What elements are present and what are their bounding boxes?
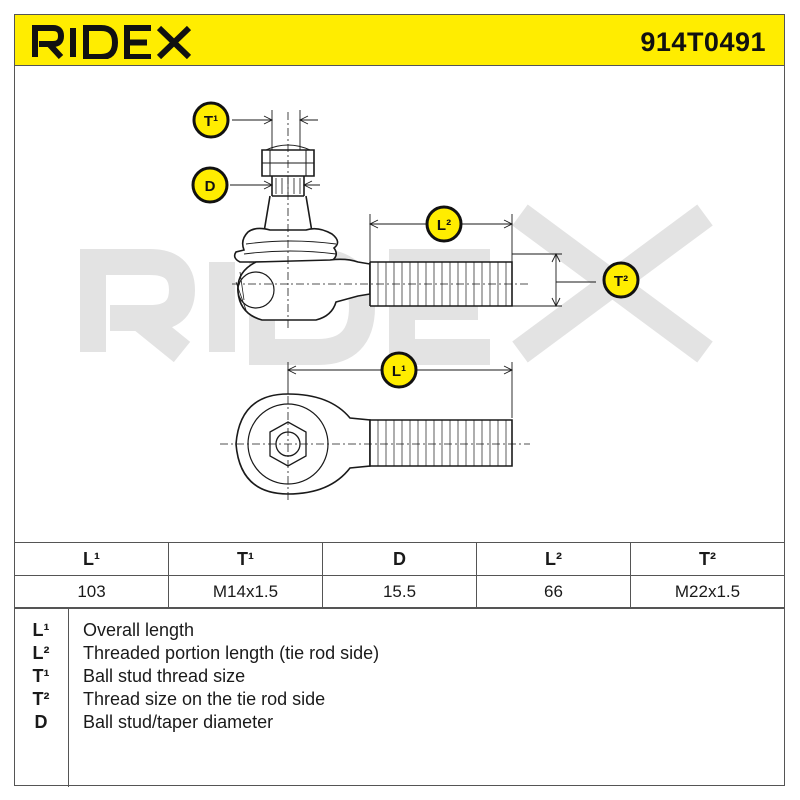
spec-value-row: 103 M14x1.5 15.5 66 M22x1.5 <box>14 575 785 609</box>
technical-drawing: T¹ D L² T² L¹ <box>80 101 713 500</box>
ridex-logo <box>32 25 192 59</box>
legend-symbol: D <box>34 712 48 732</box>
spec-header-d: D <box>322 542 477 576</box>
legend-symbol: L¹ <box>32 620 50 640</box>
part-number: 914T0491 <box>640 27 766 57</box>
legend-description: Overall length <box>83 620 195 640</box>
spec-header-t2: T² <box>630 542 785 576</box>
badge-l2: L² <box>425 205 463 243</box>
svg-text:T²: T² <box>614 273 628 290</box>
legend-description: Thread size on the tie rod side <box>83 689 326 709</box>
legend-symbol: L² <box>32 643 50 663</box>
badge-t1: T¹ <box>192 101 230 139</box>
legend-description: Ball stud/taper diameter <box>83 712 274 732</box>
svg-text:L¹: L¹ <box>392 363 406 380</box>
legend-item: D Ball stud/taper diameter <box>14 712 785 735</box>
badge-d: D <box>191 166 229 204</box>
spec-value-d: 15.5 <box>322 575 477 609</box>
svg-text:T¹: T¹ <box>204 113 218 130</box>
svg-text:D: D <box>205 178 216 195</box>
spec-header-l2: L² <box>476 542 631 576</box>
side-view <box>232 112 530 330</box>
legend-description: Ball stud thread size <box>83 666 246 686</box>
spec-header-row: L¹ T¹ D L² T² <box>14 542 785 576</box>
badge-l1: L¹ <box>380 351 418 389</box>
spec-value-t2: M22x1.5 <box>630 575 785 609</box>
top-view <box>220 393 530 500</box>
legend-symbol: T¹ <box>32 666 50 686</box>
svg-text:L²: L² <box>437 217 451 234</box>
spec-value-l1: 103 <box>14 575 169 609</box>
badge-t2: T² <box>602 261 640 299</box>
legend-symbol: T² <box>32 689 50 709</box>
legend-item: L¹ Overall length <box>14 620 785 643</box>
legend-divider <box>68 608 69 787</box>
legend-item: T² Thread size on the tie rod side <box>14 689 785 712</box>
header-bar: 914T0491 <box>14 14 785 66</box>
legend-item: L² Threaded portion length (tie rod side… <box>14 643 785 666</box>
spec-value-l2: 66 <box>476 575 631 609</box>
spec-table: L¹ T¹ D L² T² 103 M14x1.5 15.5 66 M22x1.… <box>14 542 785 609</box>
spec-value-t1: M14x1.5 <box>168 575 323 609</box>
legend-item: T¹ Ball stud thread size <box>14 666 785 689</box>
spec-header-t1: T¹ <box>168 542 323 576</box>
spec-header-l1: L¹ <box>14 542 169 576</box>
legend: L¹ Overall length L² Threaded portion le… <box>14 607 785 787</box>
legend-description: Threaded portion length (tie rod side) <box>83 643 380 663</box>
